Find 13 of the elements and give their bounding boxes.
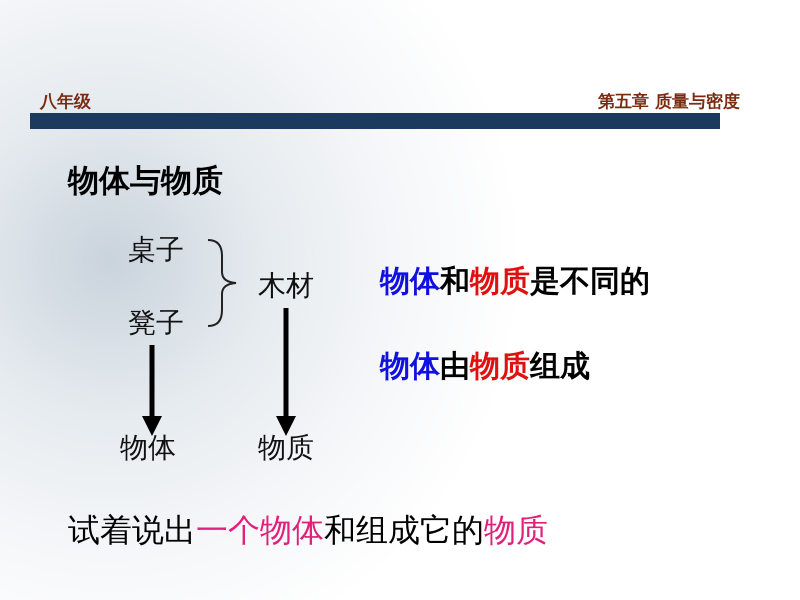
term-text: 凳子 [128, 305, 184, 341]
slide-title: 物体与物质 [68, 162, 223, 201]
grade-label: 八年级 [40, 91, 91, 113]
term-text: 物体 [120, 430, 176, 466]
prompt-text: 试着说出一个物体和组成它的物质 [68, 510, 548, 551]
term-text: 桌子 [128, 232, 184, 268]
statement: 物体和物质是不同的 [380, 263, 650, 301]
term-text: 物质 [258, 430, 314, 466]
chapter-label: 第五章 质量与密度 [598, 91, 740, 113]
arrow [142, 345, 162, 436]
statement: 物体由物质组成 [380, 348, 590, 386]
arrow [276, 308, 296, 436]
term-text: 木材 [258, 268, 314, 304]
